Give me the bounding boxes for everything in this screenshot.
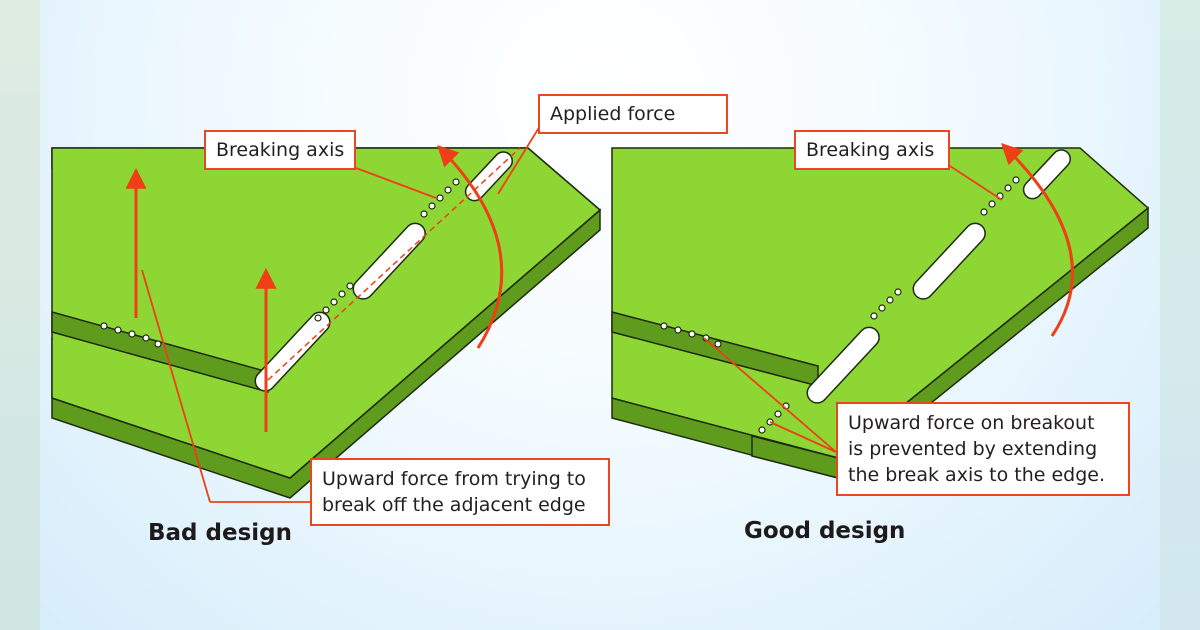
good-design-caption: Good design (744, 518, 906, 544)
breaking-axis-label-right: Breaking axis (794, 130, 950, 170)
breakout-tab-edge (51, 311, 269, 393)
leader-line (141, 269, 211, 503)
bad-design-caption: Bad design (148, 520, 292, 546)
routing-slot (1022, 149, 1071, 200)
leader-line (949, 165, 1003, 201)
leader-line (497, 125, 541, 195)
bad-design-board (51, 125, 602, 503)
mouse-bite-row-edge (100, 322, 162, 348)
applied-force-arrow (437, 144, 504, 349)
left-edge-strip (0, 0, 40, 630)
leader-line (355, 167, 437, 199)
right-edge-strip (1160, 0, 1200, 630)
upward-force-label-left: Upward force from trying to break off th… (310, 458, 610, 526)
mouse-bite-row-axis (314, 178, 460, 322)
mouse-bite-row-edge (660, 322, 722, 348)
leader-line (703, 337, 837, 453)
applied-force-label: Applied force (538, 94, 728, 134)
routing-slot (352, 222, 426, 300)
breaking-axis-label-left: Breaking axis (204, 130, 356, 170)
routing-slot (254, 311, 331, 392)
applied-force-arrow (1001, 143, 1074, 337)
breaking-axis-line (267, 147, 521, 381)
upward-force-label-right: Upward force on breakout is prevented by… (836, 402, 1130, 496)
good-design-board (611, 143, 1150, 479)
routing-slot (912, 222, 986, 300)
leader-line (769, 421, 837, 453)
routing-slot (806, 326, 880, 404)
